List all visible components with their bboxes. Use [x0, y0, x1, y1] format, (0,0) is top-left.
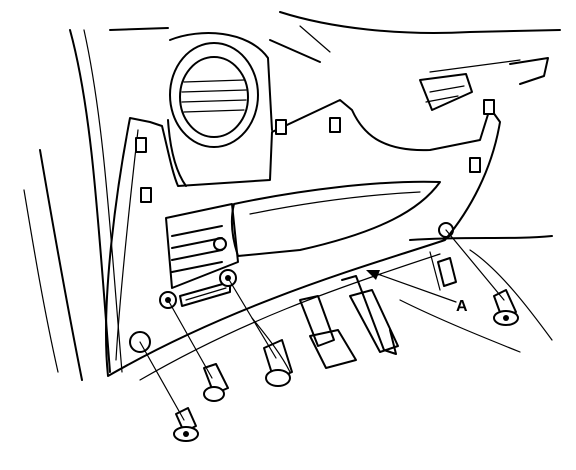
fuse-box	[165, 203, 239, 307]
screw-right	[445, 229, 519, 326]
air-vent	[167, 32, 273, 187]
upper-dashboard	[109, 11, 561, 111]
bolt-right-center	[219, 269, 293, 387]
callout-a-label: A	[456, 298, 468, 315]
pedals	[251, 275, 399, 373]
screw-lower-left	[139, 341, 199, 442]
a-pillar-trim	[23, 29, 123, 381]
bolt-center	[159, 291, 229, 402]
callout-a-arrow	[366, 270, 457, 303]
floor-trim	[399, 235, 553, 353]
lower-cover-panel	[105, 99, 501, 381]
